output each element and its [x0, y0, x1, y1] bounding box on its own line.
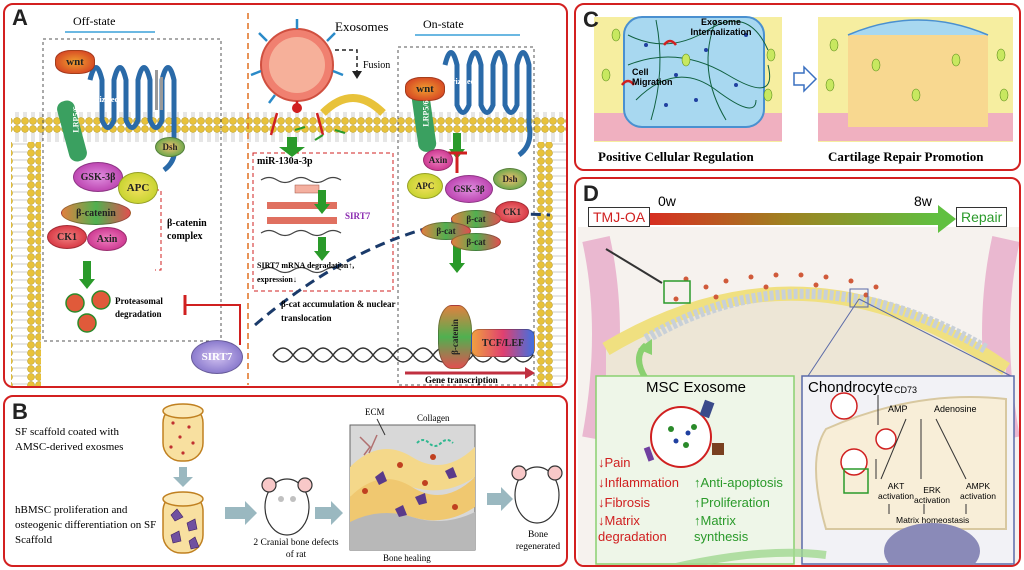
- exo-internalization: Exosome Internalization: [690, 17, 752, 37]
- tmj-oa-label: TMJ-OA: [588, 207, 651, 227]
- bcat-off: β-catenin: [61, 201, 131, 225]
- bone-healing-label: Bone healing: [383, 553, 431, 563]
- fusion-label: Fusion: [363, 60, 391, 71]
- panel-c: C Exosome Internalization Cell Migration…: [574, 3, 1021, 171]
- dsh-on: Dsh: [493, 168, 527, 190]
- mir-expression: expression↓: [257, 275, 297, 284]
- wnt-off: wnt: [55, 50, 95, 74]
- effect-fibrosis: ↓Fibrosis: [598, 495, 651, 510]
- chondrocyte-title: Chondrocyte: [808, 379, 894, 396]
- panel-c-label: C: [583, 7, 599, 32]
- bcat-on-3: β-cat: [451, 233, 501, 251]
- wnt-on: wnt: [405, 77, 445, 101]
- proteasomal-label: Proteasomal degradation: [115, 296, 163, 319]
- ampk-label: AMPK activation: [960, 481, 996, 501]
- panel-a: A Off-state On-state Exosomes Fusion wnt…: [3, 3, 568, 388]
- panel-b-art: [162, 403, 563, 554]
- panel-d: D 0w 8w TMJ-OA Repair MSC Exosome ↓Pain …: [574, 177, 1021, 567]
- apc-off: APC: [118, 172, 158, 204]
- effect-pain: ↓Pain: [598, 455, 631, 470]
- frizzled-off: Frizzled: [91, 95, 119, 104]
- erk-label: ERK activation: [914, 485, 950, 505]
- sf-coated-text: SF scaffold coated with AMSC-derived exo…: [15, 426, 124, 453]
- mir-degradation: SIRT7 mRNA degradation↑,: [257, 261, 355, 270]
- effect-matrix-degradation: ↓Matrix degradation: [598, 513, 667, 544]
- hbmsc-text: hBMSC proliferation and osteogenic diffe…: [15, 504, 157, 546]
- panel-d-label: D: [583, 181, 599, 206]
- on-state-title: On-state: [423, 17, 464, 31]
- ck1-off: CK1: [47, 225, 87, 249]
- bcatenin-nuclear: β-catenin: [438, 305, 472, 369]
- tcf-lef: TCF/LEF: [471, 329, 535, 357]
- ck1-on: CK1: [495, 201, 529, 223]
- sirt7-bubble: SIRT7: [191, 340, 243, 374]
- bcatenin-nuclear-label: β-catenin: [450, 319, 460, 355]
- panel-b-label: B: [12, 399, 28, 424]
- accumulation-label: β-cat accumulation & nuclear translocati…: [281, 299, 396, 323]
- apc-on: APC: [407, 173, 443, 199]
- amp-label: AMP: [888, 404, 908, 414]
- cd73-label: CD73: [894, 385, 918, 395]
- week-0: 0w: [658, 193, 676, 209]
- effect-inflammation: ↓Inflammation: [598, 475, 679, 490]
- axin-on: Axin: [423, 149, 453, 171]
- effect-proliferation: ↑Proliferation: [694, 495, 770, 510]
- ecm-label: ECM: [365, 407, 385, 417]
- panel-a-label: A: [12, 5, 28, 30]
- effect-matrix-synthesis: ↑Matrix synthesis: [694, 513, 749, 544]
- bcat-on-1: β-cat: [451, 210, 501, 228]
- adenosine-label: Adenosine: [934, 404, 977, 414]
- off-state-title: Off-state: [73, 14, 116, 28]
- bone-regenerated-label: Bone regenerated: [515, 530, 561, 552]
- msc-exosome-title: MSC Exosome: [646, 379, 747, 396]
- frizzled-on: Frizzled: [447, 77, 475, 86]
- lrp-on: LRP5/6: [421, 100, 431, 127]
- lrp-off: LRP5/6: [71, 106, 81, 133]
- gsk-off: GSK-3β: [73, 162, 123, 192]
- dsh-off: Dsh: [155, 137, 185, 157]
- mir-sirt7: SIRT7: [345, 211, 371, 221]
- axin-off: Axin: [87, 227, 127, 251]
- effects-down-list: ↓Pain ↓Inflammation ↓Fibrosis ↓Matrix de…: [598, 453, 693, 545]
- effects-up-list: ↑Anti-apoptosis ↑Proliferation ↑Matrix s…: [694, 473, 794, 545]
- akt-label: AKT activation: [878, 481, 914, 501]
- panel-b: B SF scaffold coated with AMSC-derived e…: [3, 395, 568, 567]
- week-8: 8w: [914, 193, 932, 209]
- panel-c-art: [594, 16, 1013, 142]
- complex-label: β-catenin complex: [167, 218, 207, 242]
- gsk-on: GSK-3β: [445, 175, 493, 203]
- cartilage-repair: Cartilage Repair Promotion: [828, 149, 984, 164]
- positive-regulation: Positive Cellular Regulation: [598, 149, 754, 164]
- cell-migration: Cell Migration: [632, 67, 673, 87]
- exosomes-title: Exosomes: [335, 19, 389, 34]
- mir-title: miR-130a-3p: [257, 156, 313, 167]
- matrix-homeostasis-label: Matrix homeostasis: [896, 515, 970, 525]
- repair-label: Repair: [956, 207, 1008, 227]
- panel-d-art: [578, 205, 1019, 565]
- effect-anti-apoptosis: ↑Anti-apoptosis: [694, 475, 783, 490]
- gene-transcription: Gene transcription: [425, 375, 498, 385]
- panel-a-art: [11, 13, 566, 386]
- collagen-label: Collagen: [417, 413, 450, 423]
- cranial-text: 2 Cranial bone defects of rat: [253, 538, 339, 560]
